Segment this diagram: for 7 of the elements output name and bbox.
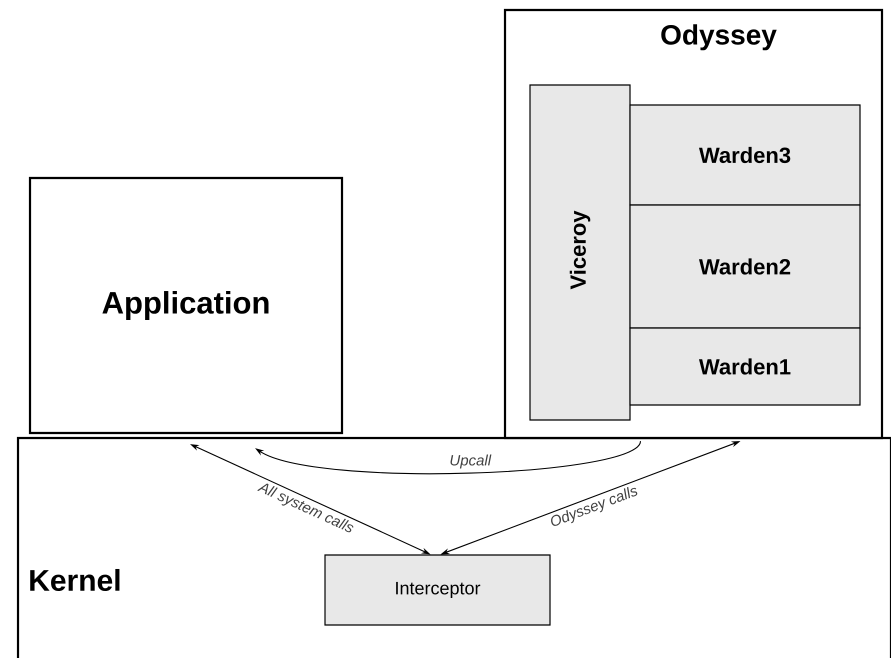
module-box: Warden2 [629,204,861,329]
edge-label: Upcall [450,454,492,468]
module-box: Viceroy [529,84,631,421]
module-box: Warden1 [629,327,861,406]
component-box: Application [28,176,344,434]
module-box: Interceptor [324,554,551,626]
module-box: Warden3 [629,104,861,206]
